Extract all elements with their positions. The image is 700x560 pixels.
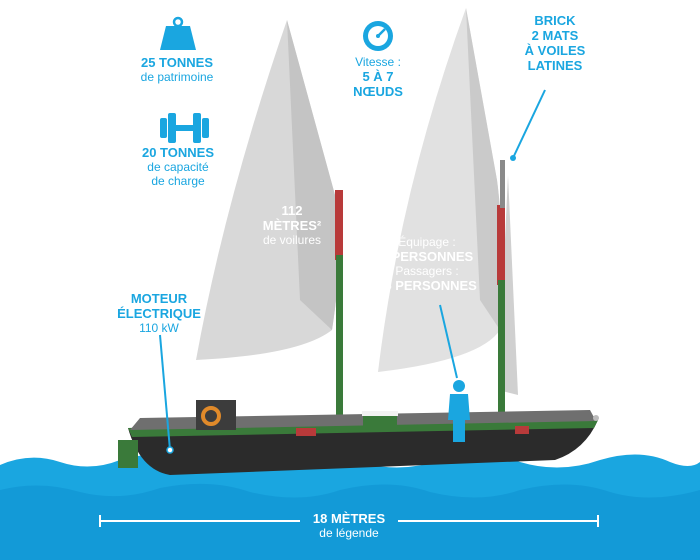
capacite-label-2: de charge (151, 173, 205, 188)
pointer-moteur (159, 334, 171, 451)
voilure-value-1: 112 (281, 203, 303, 218)
weight-icon (160, 16, 196, 50)
pointer-equipage (439, 304, 458, 379)
sea-foam (0, 483, 700, 560)
equipage-label: Équipage : (398, 235, 456, 249)
person-figure (448, 380, 470, 442)
life-ring (201, 406, 221, 426)
type-line-4: LATINES (527, 57, 583, 73)
mast-left (336, 255, 343, 435)
capacite-label-1: de capacité (147, 159, 209, 174)
voilure-label: de voilures (262, 232, 322, 247)
stat-voilure: 112 MÈTRES² de voilures (244, 203, 340, 248)
vitesse-value-1: 5 À 7 (362, 68, 394, 84)
passagers-label: Passagers : (395, 263, 459, 278)
stat-vitesse: Vitesse : 5 À 7 NŒUDS (338, 55, 418, 100)
patrimoine-value: 25 TONNES (140, 55, 213, 70)
stat-patrimoine: 25 TONNES de patrimoine (118, 55, 236, 85)
rudder (118, 440, 138, 468)
bow-fitting (593, 415, 599, 421)
mast-left-top (335, 190, 343, 260)
vitesse-value-2: NŒUDS (353, 83, 403, 99)
deck-box-right (515, 426, 529, 434)
moteur-line-2: ÉLECTRIQUE (117, 305, 201, 321)
patrimoine-label: de patrimoine (140, 69, 214, 84)
hatch (363, 413, 397, 431)
voilure-value-2: MÈTRES² (262, 217, 322, 233)
speedometer-icon (363, 21, 393, 51)
passagers-value: 35 PERSONNES (377, 277, 477, 293)
main-sail-right-shade (466, 8, 502, 330)
stat-moteur: MOTEUR ÉLECTRIQUE 110 kW (98, 291, 220, 336)
deck-box-left (296, 428, 316, 436)
longueur-label: de légende (319, 525, 379, 540)
equipage-value: 5 PERSONNES (380, 248, 474, 264)
pointer-brick (512, 89, 546, 159)
longueur-value: 18 MÈTRES (312, 511, 386, 526)
mast-right-top (497, 205, 505, 285)
pointer-brick-dot (510, 155, 516, 161)
moteur-line-1: MOTEUR (130, 291, 188, 306)
moteur-line-3: 110 kW (139, 320, 179, 335)
mast-right (498, 280, 505, 435)
vitesse-label: Vitesse : (355, 55, 401, 69)
main-sail-left-shade (287, 20, 340, 330)
mast-right-tip (500, 160, 505, 208)
stat-longueur: 18 MÈTRES de légende (296, 511, 402, 541)
stat-equipage: Équipage : 5 PERSONNES Passagers : 35 PE… (352, 235, 502, 293)
type-line-3: À VOILES (524, 42, 586, 58)
type-line-1: BRICK (534, 13, 576, 28)
type-line-2: 2 MATS (531, 27, 579, 43)
stat-capacite: 20 TONNES de capacité de charge (120, 145, 236, 189)
dumbbell-icon (160, 113, 209, 143)
hatch-top (362, 411, 398, 416)
stat-type: BRICK 2 MATS À VOILES LATINES (512, 13, 598, 74)
capacite-value: 20 TONNES (141, 145, 214, 160)
pointer-moteur-dot (166, 446, 174, 454)
